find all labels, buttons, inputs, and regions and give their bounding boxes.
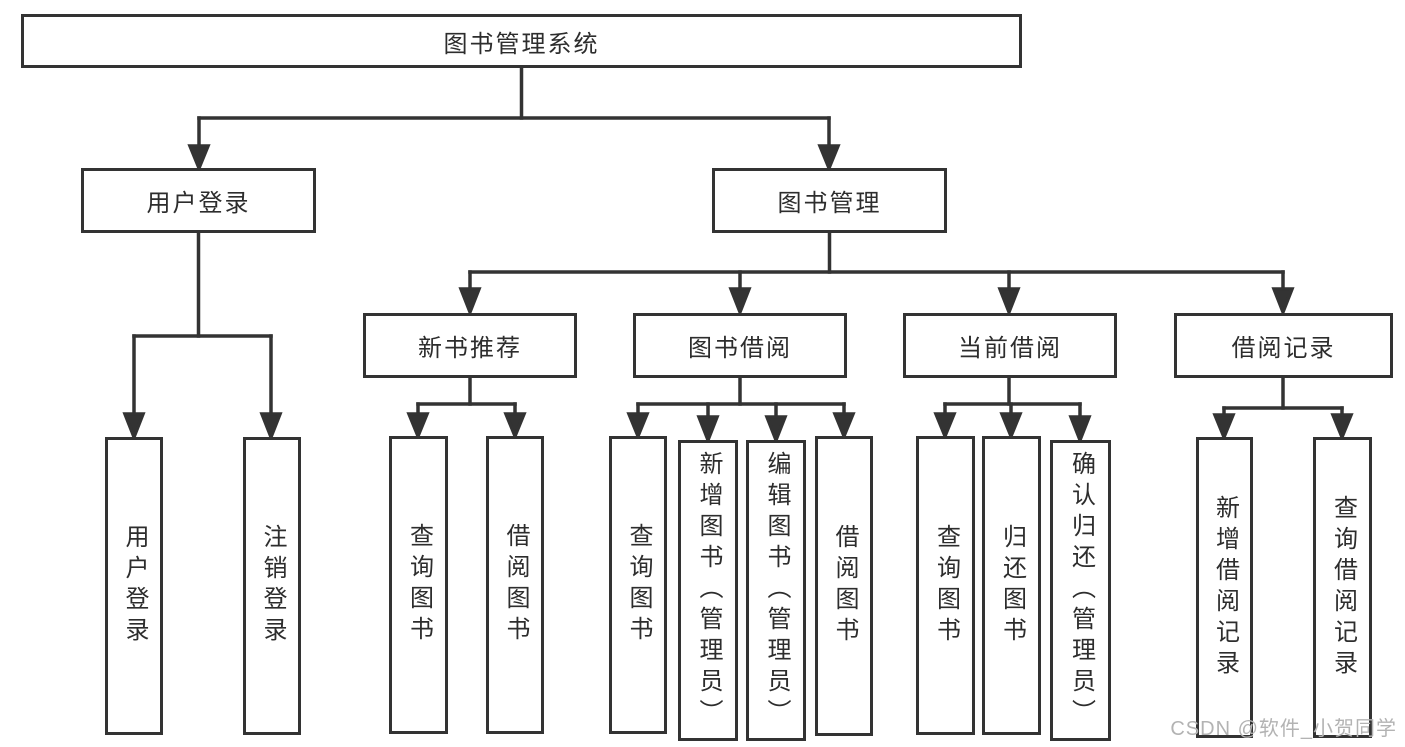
leaf-label: 查询图书 [625,523,652,647]
leaf-label: 查询借阅记录 [1329,494,1357,681]
leaf-edit-books-admin: 编辑图书（管理员） [746,440,806,741]
branch-current-borrowing [933,376,1092,445]
leaf-query-books-current: 查询图书 [916,436,975,735]
node-book-borrowing: 图书借阅 [633,313,847,378]
node-label: 新书推荐 [418,335,522,362]
node-borrowing-records: 借阅记录 [1174,313,1393,378]
branch-root [187,66,841,173]
leaf-query-books-borrow: 查询图书 [609,436,667,734]
leaf-label: 查询图书 [932,523,960,648]
node-user-login: 用户登录 [81,168,316,233]
node-label: 借阅记录 [1231,335,1336,362]
node-label: 图书管理 [777,190,882,217]
branch-book-management [458,231,1295,317]
leaf-borrow-books-recommend: 借阅图书 [486,436,544,734]
leaf-user-login: 用户登录 [105,437,163,735]
leaf-label: 查询图书 [405,523,433,647]
node-label: 图书管理系统 [443,30,600,58]
node-root-library-system: 图书管理系统 [21,14,1022,68]
node-label: 当前借阅 [958,335,1062,362]
leaf-logout: 注销登录 [243,437,301,735]
leaf-borrow-books: 借阅图书 [815,436,873,736]
leaf-query-borrow-record: 查询借阅记录 [1313,437,1372,738]
node-new-book-recommend: 新书推荐 [363,313,577,378]
leaf-confirm-return-admin: 确认归还（管理员） [1050,440,1111,741]
leaf-return-books: 归还图书 [982,436,1041,735]
branch-borrowing-records [1212,376,1354,442]
csdn-watermark: CSDN @软件_小贺同学 [1170,718,1397,740]
leaf-label: 归还图书 [998,523,1026,648]
leaf-label: 新增借阅记录 [1211,494,1239,681]
leaf-label: 借阅图书 [502,523,529,647]
leaf-label: 注销登录 [259,524,286,648]
node-book-management: 图书管理 [712,168,947,233]
leaf-query-books-recommend: 查询图书 [389,436,448,734]
branch-new-book-recommend [406,376,527,441]
node-label: 图书借阅 [688,335,792,362]
leaf-label: 借阅图书 [831,524,858,648]
leaf-add-books-admin: 新增图书（管理员） [678,440,738,741]
node-label: 用户登录 [146,190,251,217]
leaf-label: 新增图书（管理员） [695,451,722,730]
leaf-label: 确认归还（管理员） [1067,451,1095,730]
branch-user-login [122,231,283,442]
leaf-label: 编辑图书（管理员） [763,451,790,730]
leaf-add-borrow-record: 新增借阅记录 [1196,437,1253,738]
node-current-borrowing: 当前借阅 [903,313,1117,378]
leaf-label: 用户登录 [121,524,148,648]
branch-book-borrowing [626,376,856,445]
